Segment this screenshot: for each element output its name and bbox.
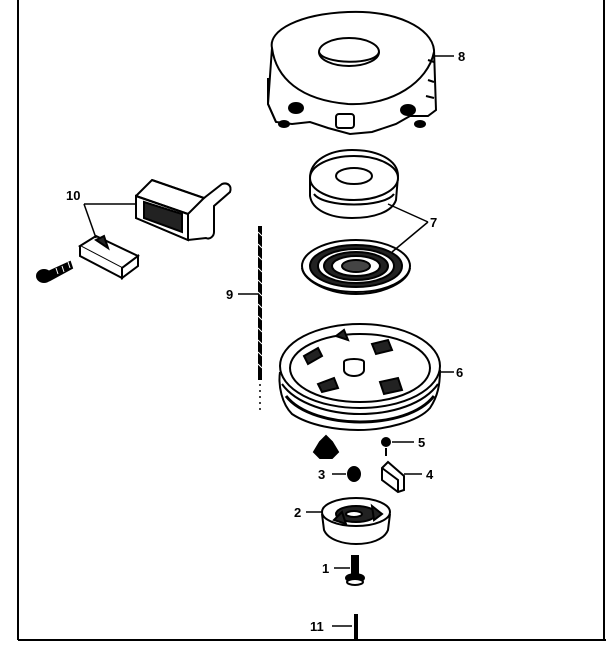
- rope-label: 9: [226, 287, 233, 302]
- handle-label: 10: [66, 188, 80, 203]
- pawl-label: 4: [426, 467, 434, 482]
- retainer-nut-part: [312, 434, 340, 459]
- spring-label: 7: [430, 215, 437, 230]
- pulley-part: [278, 323, 441, 432]
- shoulder-screw-label: 1: [322, 561, 329, 576]
- shaft-label: 11: [310, 619, 324, 634]
- handle-insert-part: [77, 234, 140, 280]
- pulley-label: 6: [456, 365, 463, 380]
- recoil-spring-part: [301, 239, 411, 296]
- washer-part: [347, 466, 361, 482]
- frame: [17, 0, 606, 641]
- housing-part: [266, 10, 438, 136]
- small-screw-part: [381, 437, 391, 456]
- cup-part: [321, 497, 391, 546]
- cup-label: 2: [294, 505, 301, 520]
- rope-part: [257, 226, 263, 412]
- spring-leader: [387, 203, 429, 253]
- pawl-part: [381, 460, 405, 494]
- shoulder-screw-part: [345, 555, 365, 586]
- spring-cover-part: [309, 148, 400, 220]
- small-screw-label: 5: [418, 435, 425, 450]
- shaft-part: [354, 614, 358, 640]
- handle-part: [135, 178, 232, 242]
- washer-label: 3: [318, 467, 325, 482]
- handle-screw-part: [36, 260, 74, 283]
- housing-label: 8: [458, 49, 465, 64]
- handle-leader: [83, 203, 136, 239]
